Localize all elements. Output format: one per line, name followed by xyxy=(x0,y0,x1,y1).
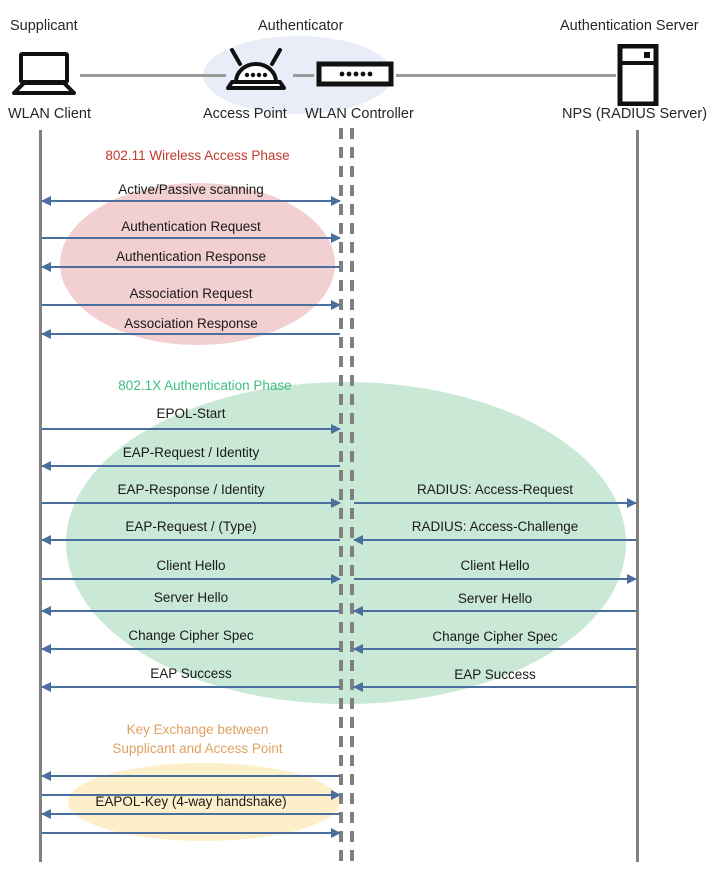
message-label: EAP-Response / Identity xyxy=(117,482,265,497)
message-arrow xyxy=(41,771,340,781)
message-arrow xyxy=(41,262,340,272)
wire-controller-to-server xyxy=(396,74,616,77)
message-arrow xyxy=(42,300,341,310)
message-arrow xyxy=(41,606,340,616)
phase-heading-wireless-access: 802.11 Wireless Access Phase xyxy=(105,148,290,163)
message-label: EPOL-Start xyxy=(156,406,226,421)
message-label: Server Hello xyxy=(153,590,229,605)
message-label: Change Cipher Spec xyxy=(128,628,254,643)
message-arrow xyxy=(41,682,340,692)
message-arrow xyxy=(354,498,637,508)
message-arrow xyxy=(354,574,637,584)
message-label: Active/Passive scanning xyxy=(118,182,264,197)
actor-device-access-point: Access Point xyxy=(203,106,287,122)
message-label: Authentication Request xyxy=(121,219,261,234)
lifeline-auth-server xyxy=(636,130,639,862)
lifeline-supplicant xyxy=(39,130,42,862)
message-label: Association Request xyxy=(129,286,253,301)
wlan-controller-icon xyxy=(316,60,394,93)
lifeline-authenticator-b xyxy=(350,128,354,866)
message-arrow xyxy=(41,196,340,206)
message-arrow xyxy=(353,682,636,692)
message-arrow xyxy=(42,574,341,584)
message-arrow xyxy=(353,535,636,545)
lifeline-authenticator-a xyxy=(339,128,343,866)
message-label: Authentication Response xyxy=(115,249,267,264)
message-label: EAP-Request / (Type) xyxy=(125,519,257,534)
actor-role-supplicant: Supplicant xyxy=(10,18,78,34)
message-arrow xyxy=(42,233,341,243)
server-icon xyxy=(616,43,660,111)
phase-blob-dot1x xyxy=(66,382,626,704)
message-label: EAP Success xyxy=(150,666,232,681)
message-arrow xyxy=(41,535,340,545)
phase-blob-wireless-access xyxy=(60,183,335,345)
phase-heading-key-exchange: Key Exchange between Supplicant and Acce… xyxy=(112,722,283,756)
message-arrow xyxy=(41,461,340,471)
actor-device-nps: NPS (RADIUS Server) xyxy=(562,106,708,122)
message-label: Change Cipher Spec xyxy=(432,629,558,644)
message-arrow xyxy=(42,498,341,508)
laptop-icon xyxy=(12,52,76,101)
message-arrow xyxy=(42,424,341,434)
message-arrow xyxy=(42,790,341,800)
message-label: EAP-Request / Identity xyxy=(122,445,260,460)
phase-heading-dot1x: 802.1X Authentication Phase xyxy=(118,378,292,393)
message-arrow xyxy=(41,644,340,654)
wire-client-to-ap xyxy=(80,74,226,77)
message-label: Server Hello xyxy=(457,591,533,606)
message-label: EAP Success xyxy=(454,667,536,682)
message-label: Client Hello xyxy=(460,558,530,573)
message-arrow xyxy=(42,828,341,838)
message-label: Association Response xyxy=(124,316,258,331)
message-arrow xyxy=(41,329,340,339)
actor-device-wlan-client: WLAN Client xyxy=(8,106,91,122)
actor-role-authenticator: Authenticator xyxy=(258,18,344,34)
access-point-icon xyxy=(218,48,294,101)
message-arrow xyxy=(353,606,636,616)
message-arrow xyxy=(353,644,636,654)
actor-role-auth-server: Authentication Server xyxy=(560,18,699,34)
wire-ap-to-controller xyxy=(293,74,314,77)
actor-device-wlan-controller: WLAN Controller xyxy=(305,106,414,122)
message-label: Client Hello xyxy=(156,558,226,573)
message-label: RADIUS: Access-Request xyxy=(416,482,574,497)
message-arrow xyxy=(41,809,340,819)
message-label: RADIUS: Access-Challenge xyxy=(411,519,579,534)
message-label: EAPOL-Key (4-way handshake) xyxy=(95,794,287,809)
